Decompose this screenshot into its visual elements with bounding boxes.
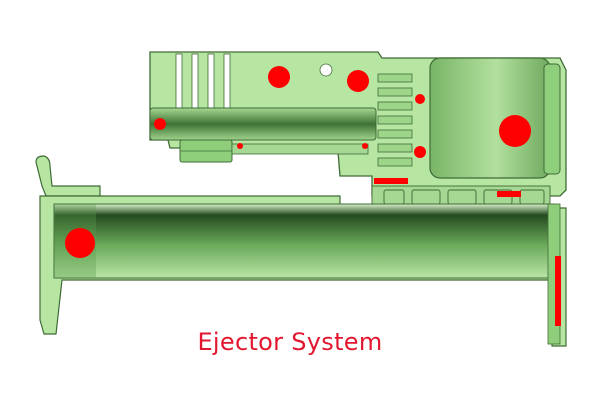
marker-dot [237, 143, 243, 149]
marker-dot [268, 66, 290, 88]
marker-dot [499, 115, 531, 147]
tube-lip [35, 155, 101, 197]
marker-bar [374, 178, 408, 184]
diagram-caption: Ejector System [197, 328, 383, 356]
rod-lower-bar [231, 143, 369, 155]
marker-dot [415, 94, 425, 104]
ejector-rod [149, 107, 377, 141]
marker-dot [65, 228, 95, 258]
marker-bar [555, 256, 561, 326]
marker-bar [497, 191, 521, 197]
hole-marker [319, 63, 333, 77]
marker-dot [362, 143, 368, 149]
comb-teeth [377, 73, 413, 167]
marker-dot [414, 146, 426, 158]
marker-dot [154, 118, 166, 130]
lower-tube-bore [53, 203, 555, 279]
drum-cylinder [429, 57, 551, 179]
marker-dot [347, 70, 369, 92]
marker-group [65, 66, 561, 326]
